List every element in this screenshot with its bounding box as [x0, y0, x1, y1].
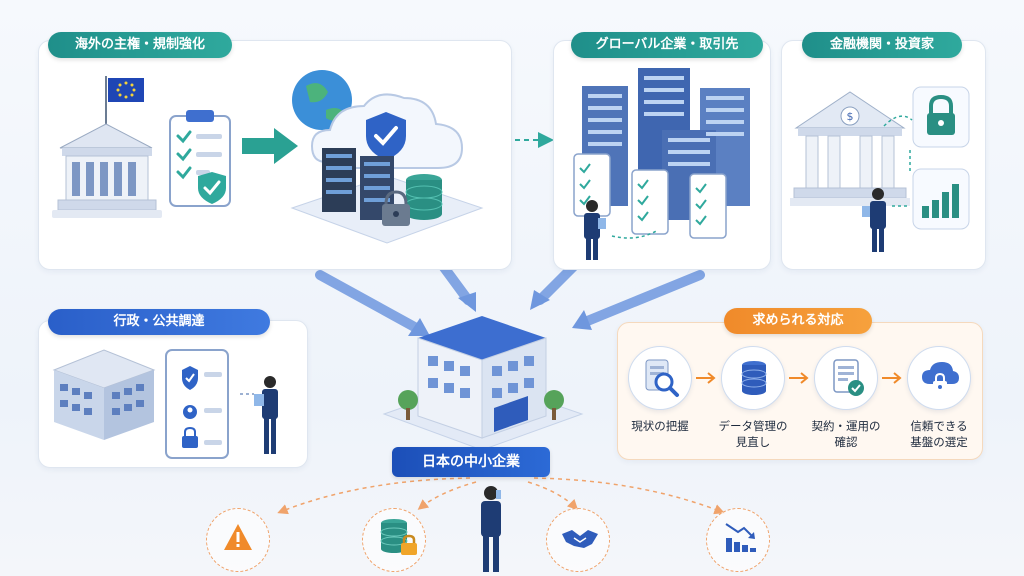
risk-arrows	[277, 477, 725, 515]
office-towers-icon	[573, 68, 750, 260]
growth-chart-card-icon	[912, 168, 970, 230]
government-building-flag-icon	[52, 76, 162, 218]
arrow-finance-to-center	[572, 270, 705, 330]
step-3-label: 契約・運用の 確認	[811, 419, 881, 449]
label-finance: 金融機関・投資家	[802, 32, 962, 58]
label-global: グローバル企業・取引先	[571, 32, 763, 58]
procurement-checklist-icon	[165, 349, 229, 459]
step-1-label: 現状の把握	[631, 419, 689, 433]
step-arrows	[696, 372, 902, 384]
database-icon	[741, 361, 767, 395]
transfer-arrow-icon	[242, 128, 298, 164]
label-response: 求められる対応	[724, 308, 872, 334]
office-building-icon	[52, 349, 156, 440]
official-person-icon	[240, 376, 278, 454]
bank-building-icon: $	[790, 91, 910, 252]
padlock-card-icon	[912, 86, 970, 148]
risk-4-circle	[706, 508, 770, 572]
investor-person-icon	[862, 188, 886, 252]
arrow-overseas-to-center	[315, 270, 430, 336]
declining-chart-icon	[725, 523, 756, 552]
document-search-icon	[645, 359, 679, 397]
warning-icon	[224, 524, 252, 550]
businessperson-phone-icon	[481, 486, 501, 572]
businessperson-tablet-icon	[584, 200, 606, 260]
cloud-lock-icon	[922, 362, 959, 393]
risk-3-circle	[546, 508, 610, 572]
handshake-icon	[562, 530, 598, 548]
compliance-checklist-icon	[169, 110, 231, 207]
contract-check-icon	[833, 359, 864, 396]
database-lock-icon	[380, 519, 417, 555]
sme-building-icon	[382, 316, 584, 451]
label-overseas: 海外の主権・規制強化	[48, 32, 232, 58]
label-center: 日本の中小企業	[392, 447, 550, 477]
step-4-label: 信頼できる 基盤の選定	[910, 419, 968, 449]
label-government: 行政・公共調達	[48, 309, 270, 335]
cloud-server-globe-icon	[290, 70, 484, 244]
step-1-circle	[628, 346, 692, 410]
step-2-label: データ管理の 見直し	[718, 419, 788, 449]
finance-connector-lines	[883, 115, 913, 207]
svg-text:$: $	[847, 110, 854, 123]
